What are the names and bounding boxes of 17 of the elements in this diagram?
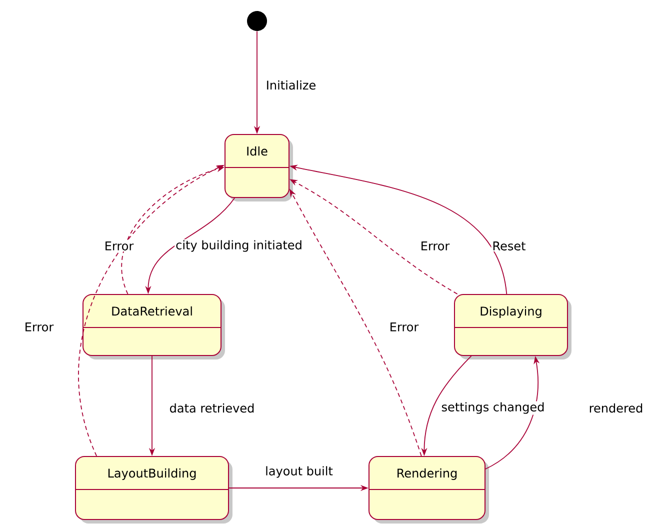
- state-box: Rendering: [368, 456, 489, 524]
- edge-label: data retrieved: [168, 402, 256, 414]
- start-dot: [247, 11, 267, 31]
- edge-label: Error: [103, 240, 135, 252]
- edge-label: settings changed: [440, 401, 546, 415]
- edge-label: Initialize: [264, 79, 318, 91]
- edge-label: rendered: [588, 402, 644, 414]
- edge-label: city building initiated: [174, 239, 304, 253]
- edge-label: Error: [388, 322, 420, 332]
- edge-label: Error: [419, 240, 451, 252]
- edge-label: Reset: [491, 240, 527, 252]
- state-box: LayoutBuilding: [75, 456, 232, 524]
- edge-label: Error: [23, 322, 55, 332]
- state-box: DataRetrieval: [82, 294, 225, 360]
- state-box: Displaying: [454, 294, 572, 360]
- state-box: Idle: [224, 134, 293, 202]
- edge-label: layout built: [264, 465, 334, 479]
